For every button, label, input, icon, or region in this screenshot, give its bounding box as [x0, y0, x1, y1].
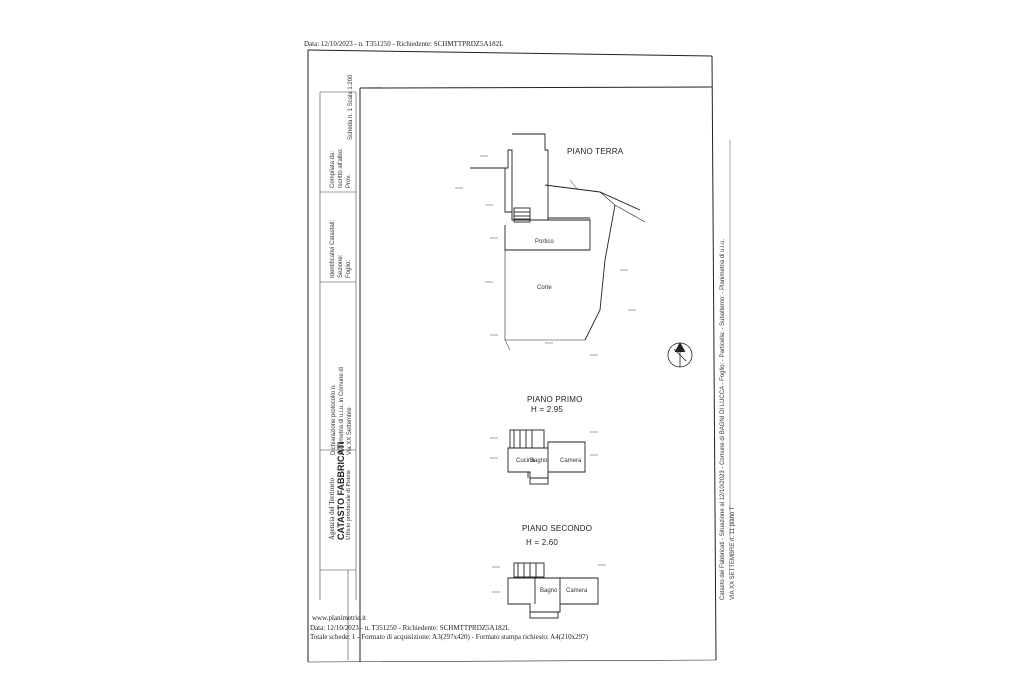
right-strip-line1: Catasto dei Fabbricati - Situazione al 1…: [720, 238, 726, 600]
footer-line2: Totale schede: 1 - Formato di acquisizio…: [310, 633, 588, 641]
north-arrow-icon: [667, 342, 693, 368]
foglio-label: Foglio:: [346, 259, 352, 278]
dichiarazione-label: Dichiarazione protocollo n.: [331, 384, 337, 455]
room-label-camera-primo: Camera: [560, 458, 582, 464]
ufficio-label: Ufficio provinciale di: [346, 488, 352, 540]
prov-label: Prov.: [346, 174, 352, 188]
compilata-label: Compilata da:: [330, 150, 336, 188]
room-label-cucina: Cucina: [516, 458, 535, 464]
plan-title-secondo: PIANO SECONDO: [522, 524, 593, 533]
room-label-camera-secondo: Camera: [566, 588, 588, 594]
iscritto-label: Iscritto all'albo:: [338, 148, 344, 189]
plan-piano-secondo: [507, 562, 599, 619]
plan-title-terra: PIANO TERRA: [567, 147, 624, 156]
via-label: Via XX Settembre: [347, 407, 353, 455]
plan-piano-terra: [470, 133, 646, 351]
room-label-bagno-primo: Bagno: [530, 458, 548, 464]
room-label-bagno-secondo: Bagno: [540, 588, 558, 594]
plan-piano-primo: [507, 429, 586, 485]
scala-label: Scheda n. 1 Scala 1:200: [348, 74, 354, 140]
right-strip-line2: VIA XX SETTEMBRE n. 11 piano T: [730, 506, 736, 601]
header-line: Data: 12/10/2023 - n. T351250 - Richiede…: [304, 40, 504, 48]
planimetria-label: Planimetria di u.i.u. in Comune di: [339, 366, 345, 455]
footer-site: www.planimetrie.it: [312, 614, 366, 622]
sezione-label: Sezione:: [338, 254, 344, 278]
provincia-label: Pistoia: [346, 470, 352, 487]
room-label-portico: Portico: [535, 239, 554, 245]
plan-title-primo: PIANO PRIMO: [527, 395, 583, 404]
plan-height-secondo: H = 2.60: [526, 538, 559, 547]
footer-line1: Data: 12/10/2023 - n. T351250 - Richiede…: [310, 624, 510, 632]
plan-height-primo: H = 2.95: [531, 405, 564, 414]
identificativi-label: Identificativi Catastali:: [330, 219, 336, 278]
room-label-corte: Corte: [537, 285, 552, 291]
